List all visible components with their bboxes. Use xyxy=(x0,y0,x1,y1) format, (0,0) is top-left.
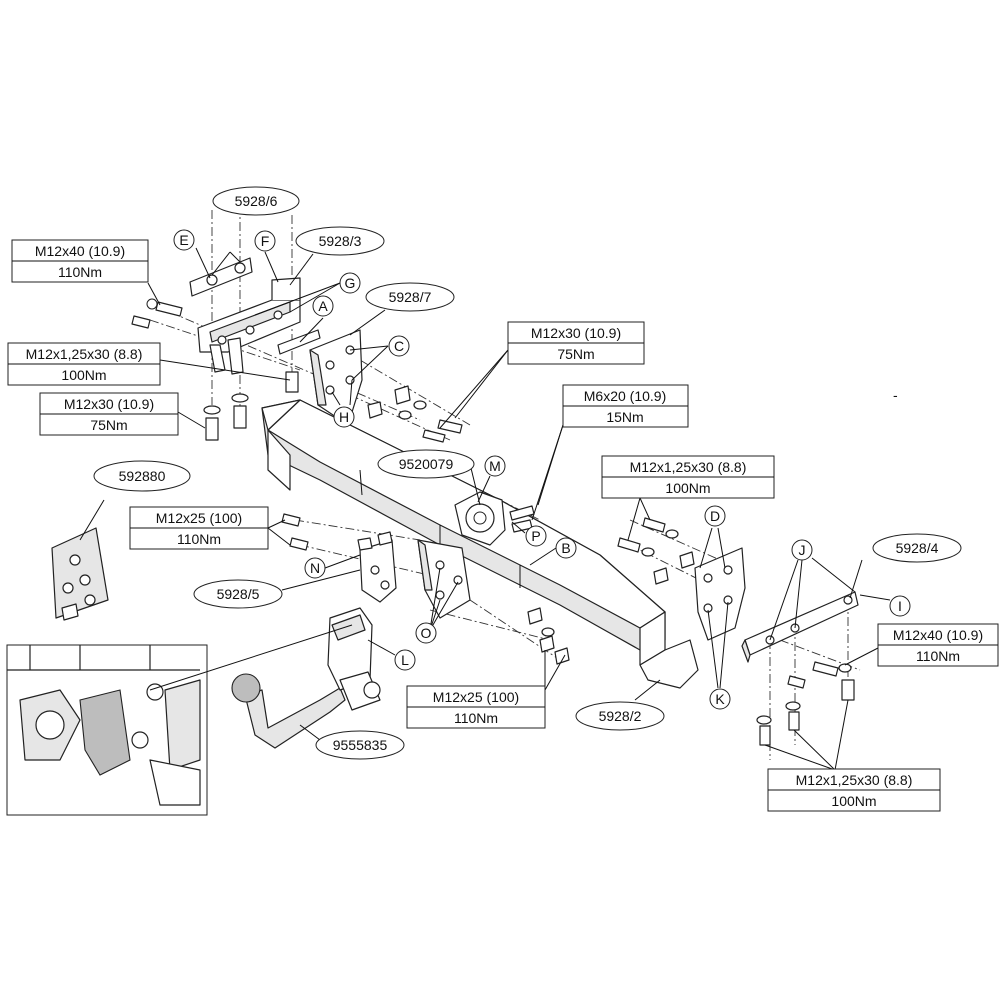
svg-text:110Nm: 110Nm xyxy=(177,531,221,547)
svg-text:15Nm: 15Nm xyxy=(606,409,643,425)
svg-text:H: H xyxy=(339,409,349,425)
svg-text:M12x40 (10.9): M12x40 (10.9) xyxy=(893,627,983,643)
spec-box-m12x30-mid: M12x30 (10.9) 75Nm xyxy=(507,321,645,365)
svg-text:9520079: 9520079 xyxy=(399,456,454,472)
callout-n: N xyxy=(304,557,326,579)
spec-box-m12x40-right: M12x40 (10.9) 110Nm xyxy=(877,623,999,667)
svg-text:M: M xyxy=(489,458,501,474)
svg-text:110Nm: 110Nm xyxy=(58,264,102,280)
callout-c: C xyxy=(388,335,410,357)
part-label-5928-2: 5928/2 xyxy=(575,701,665,731)
svg-text:F: F xyxy=(261,233,270,249)
svg-text:M12x30 (10.9): M12x30 (10.9) xyxy=(531,325,621,341)
callout-o: O xyxy=(415,622,437,644)
svg-text:E: E xyxy=(179,232,188,248)
part-label-9520079: 9520079 xyxy=(377,449,475,479)
callout-h: H xyxy=(333,406,355,428)
svg-text:M12x40 (10.9): M12x40 (10.9) xyxy=(35,243,125,259)
svg-text:J: J xyxy=(799,542,806,558)
right-bolts xyxy=(617,517,855,746)
spec-box-m6x20: M6x20 (10.9) 15Nm xyxy=(562,384,689,428)
svg-text:75Nm: 75Nm xyxy=(90,417,127,433)
center-drop-bracket xyxy=(417,539,471,619)
part-label-5928-7: 5928/7 xyxy=(365,282,455,312)
svg-text:M12x25 (100): M12x25 (100) xyxy=(433,689,519,705)
svg-text:M6x20 (10.9): M6x20 (10.9) xyxy=(584,388,666,404)
svg-text:110Nm: 110Nm xyxy=(454,710,498,726)
callout-letters: E F G A C H M P B D J I K N O L xyxy=(173,229,911,710)
svg-text:D: D xyxy=(710,508,720,524)
inset-detail-view xyxy=(6,624,353,816)
wiring-socket-592880 xyxy=(51,527,109,621)
svg-text:O: O xyxy=(421,625,432,641)
svg-text:5928/5: 5928/5 xyxy=(217,586,260,602)
spec-box-m12x30-left: M12x30 (10.9) 75Nm xyxy=(39,392,179,436)
callout-m: M xyxy=(484,455,506,477)
svg-text:N: N xyxy=(310,560,320,576)
svg-text:M12x1,25x30 (8.8): M12x1,25x30 (8.8) xyxy=(796,772,913,788)
callout-p: P xyxy=(525,525,547,547)
callout-d: D xyxy=(704,505,726,527)
svg-text:P: P xyxy=(531,528,540,544)
small-plate-a xyxy=(277,329,321,355)
svg-text:100Nm: 100Nm xyxy=(61,367,106,383)
svg-text:100Nm: 100Nm xyxy=(665,480,710,496)
part-label-5928-4: 5928/4 xyxy=(872,533,962,563)
svg-text:100Nm: 100Nm xyxy=(831,793,876,809)
svg-text:M12x25 (100): M12x25 (100) xyxy=(156,510,242,526)
svg-text:75Nm: 75Nm xyxy=(557,346,594,362)
side-bracket-5928-3 xyxy=(197,277,301,375)
svg-text:I: I xyxy=(898,598,902,614)
bolts-m12x25 xyxy=(281,513,570,665)
callout-k: K xyxy=(709,688,731,710)
callout-l: L xyxy=(394,649,416,671)
leader-lines xyxy=(79,247,891,771)
svg-text:5928/2: 5928/2 xyxy=(599,708,642,724)
svg-text:M12x1,25x30 (8.8): M12x1,25x30 (8.8) xyxy=(26,346,143,362)
spec-box-m12x125x30-right-bottom: M12x1,25x30 (8.8) 100Nm xyxy=(767,768,941,812)
svg-text:M12x30 (10.9): M12x30 (10.9) xyxy=(64,396,154,412)
svg-text:592880: 592880 xyxy=(119,468,166,484)
spec-box-m12x125x30-right-top: M12x1,25x30 (8.8) 100Nm xyxy=(601,455,775,499)
svg-text:A: A xyxy=(318,298,328,314)
svg-text:C: C xyxy=(394,338,404,354)
part-label-5928-5: 5928/5 xyxy=(193,579,283,609)
stray-mark: - xyxy=(893,387,898,403)
svg-text:G: G xyxy=(345,275,356,291)
part-label-5928-3: 5928/3 xyxy=(295,226,385,256)
svg-text:5928/7: 5928/7 xyxy=(389,289,432,305)
callout-a: A xyxy=(312,295,334,317)
spec-box-m12x125x30-left: M12x1,25x30 (8.8) 100Nm xyxy=(7,342,161,386)
svg-text:5928/6: 5928/6 xyxy=(235,193,278,209)
spec-box-m12x25-bottom: M12x25 (100) 110Nm xyxy=(406,685,546,729)
callout-j: J xyxy=(791,539,813,561)
svg-text:5928/4: 5928/4 xyxy=(896,540,939,556)
part-label-592880: 592880 xyxy=(93,460,191,492)
svg-text:M12x1,25x30 (8.8): M12x1,25x30 (8.8) xyxy=(630,459,747,475)
svg-text:9555835: 9555835 xyxy=(333,737,388,753)
part-label-5928-6: 5928/6 xyxy=(212,186,300,216)
callout-i: I xyxy=(889,595,911,617)
spec-box-m12x25-left: M12x25 (100) 110Nm xyxy=(129,506,269,550)
callout-e: E xyxy=(173,229,195,251)
right-plate-5928-4 xyxy=(741,591,859,663)
callout-f: F xyxy=(254,230,276,252)
part-label-9555835: 9555835 xyxy=(315,730,405,760)
callout-g: G xyxy=(339,272,361,294)
right-end-bracket xyxy=(694,547,746,641)
svg-text:L: L xyxy=(401,652,409,668)
svg-text:K: K xyxy=(715,691,725,707)
bracket-5928-5 xyxy=(357,531,397,603)
callout-b: B xyxy=(555,537,577,559)
svg-text:B: B xyxy=(561,540,570,556)
svg-text:5928/3: 5928/3 xyxy=(319,233,362,249)
svg-text:110Nm: 110Nm xyxy=(916,648,960,664)
spec-box-m12x40-left: M12x40 (10.9) 110Nm xyxy=(11,239,149,283)
towball-neck-9555835 xyxy=(231,607,381,749)
